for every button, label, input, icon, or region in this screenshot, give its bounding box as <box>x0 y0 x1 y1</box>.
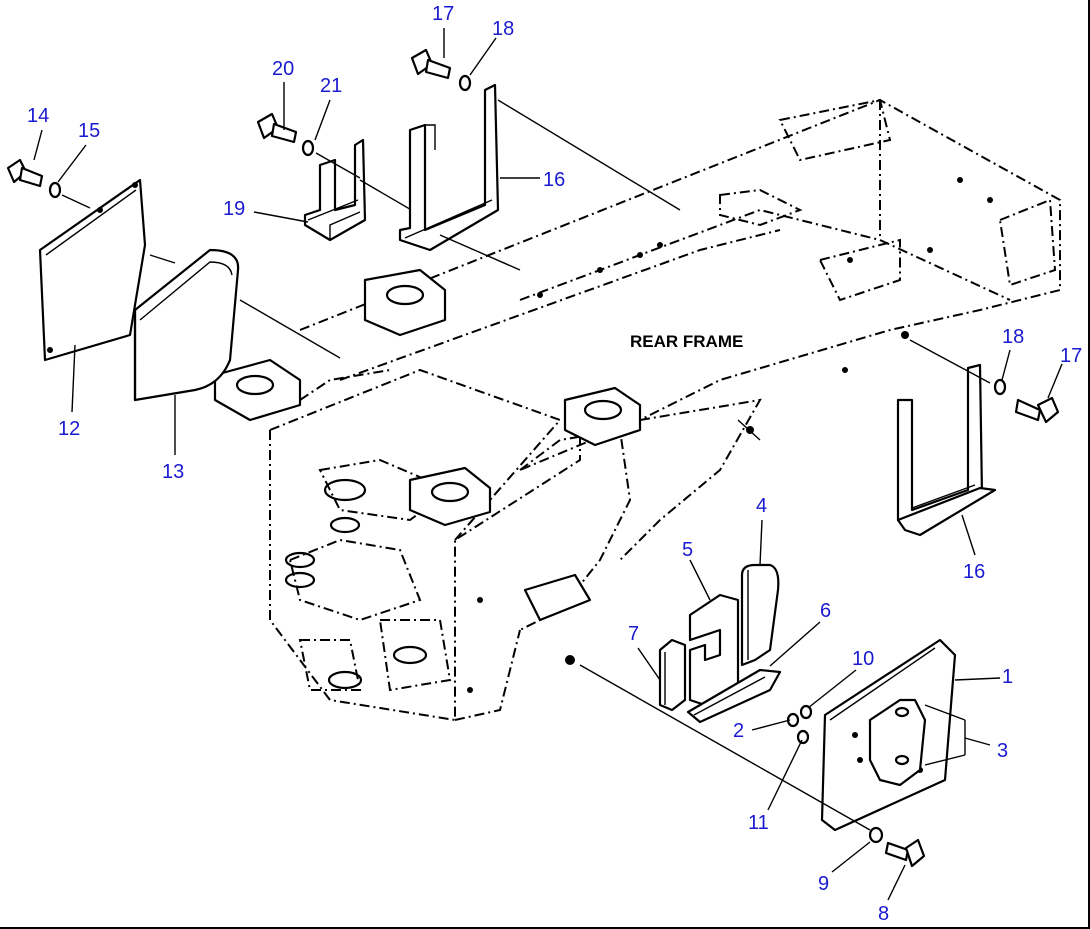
callout-labels: 1 2 3 4 5 6 7 8 9 10 11 12 13 14 15 16 1… <box>27 3 1082 925</box>
part-4-pad <box>740 563 780 667</box>
callout-20: 20 <box>272 58 294 80</box>
bolt-14 <box>6 158 44 188</box>
callout-19: 19 <box>223 198 245 220</box>
callout-5: 5 <box>682 539 693 561</box>
washer-9 <box>868 826 884 844</box>
callout-10: 10 <box>852 648 874 670</box>
callout-13: 13 <box>162 461 184 483</box>
callout-18-upper: 18 <box>492 18 514 40</box>
washer-18-upper <box>458 74 472 92</box>
callout-7: 7 <box>628 623 639 645</box>
part-7-pad <box>658 638 687 712</box>
callout-8: 8 <box>878 903 889 925</box>
callout-18-lower: 18 <box>1002 326 1024 348</box>
callout-4: 4 <box>756 495 767 517</box>
callout-11: 11 <box>748 812 769 834</box>
callout-12: 12 <box>58 418 80 440</box>
bolt-8 <box>884 838 926 868</box>
callout-1: 1 <box>1002 666 1013 688</box>
part-12-cover-plate <box>38 178 147 362</box>
washer-15 <box>48 181 62 199</box>
callout-17-upper: 17 <box>432 3 454 25</box>
part-3-plate <box>868 698 927 787</box>
callout-2: 2 <box>733 720 744 742</box>
part-19-step-bracket <box>303 138 367 242</box>
washer-10 <box>799 704 813 720</box>
callout-15: 15 <box>78 120 100 142</box>
part-16-step-lower <box>896 363 997 537</box>
nut-11 <box>796 729 810 745</box>
callout-17-lower: 17 <box>1060 345 1082 367</box>
callout-14: 14 <box>27 105 49 127</box>
rear-frame-label: REAR FRAME <box>630 332 743 351</box>
leader-lines <box>33 28 1063 901</box>
callout-16-upper: 16 <box>543 169 565 191</box>
part-13-pad <box>133 248 240 402</box>
callout-3: 3 <box>997 740 1008 762</box>
part-6-pad <box>686 668 782 724</box>
rear-frame <box>213 98 1061 722</box>
bolt-20 <box>256 112 298 144</box>
callout-9: 9 <box>818 873 829 895</box>
bolt-17-lower <box>1014 396 1060 424</box>
washer-18-lower <box>993 378 1007 396</box>
callout-21: 21 <box>320 75 342 97</box>
bolt-17-upper <box>410 48 452 80</box>
part-5-pad <box>688 593 740 707</box>
callout-6: 6 <box>820 600 831 622</box>
washer-21 <box>301 139 315 157</box>
callout-16-lower: 16 <box>963 561 985 583</box>
part-16-step-upper <box>398 83 500 252</box>
